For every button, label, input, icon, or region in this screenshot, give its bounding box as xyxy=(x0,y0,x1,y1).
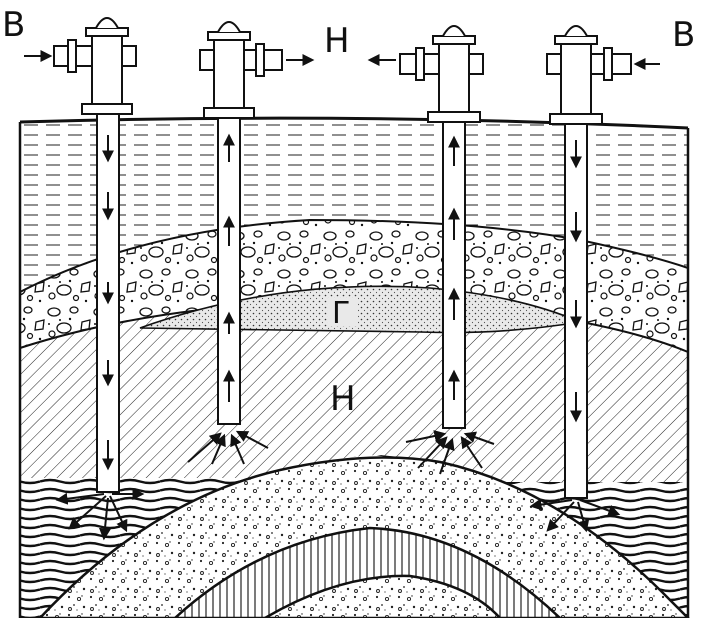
production-well-center-right xyxy=(367,25,495,475)
label-gas-layer: Г xyxy=(332,296,350,331)
label-injection-left: В xyxy=(2,5,25,45)
label-injection-right: В xyxy=(672,15,695,55)
wellhead xyxy=(199,21,283,119)
outflow-arrows xyxy=(529,498,621,533)
label-production-top: Н xyxy=(324,21,350,61)
outflow-arrows xyxy=(55,488,145,541)
inner-core xyxy=(262,574,502,618)
inflow-arrows xyxy=(187,430,269,465)
injection-well-left xyxy=(24,17,145,541)
wellhead xyxy=(399,25,484,123)
production-well-center-left xyxy=(187,21,315,465)
label-oil-layer: Н xyxy=(330,379,356,419)
wellhead xyxy=(546,25,632,125)
inflow-arrows xyxy=(405,430,495,475)
injection-well-right xyxy=(529,25,660,533)
wellhead xyxy=(53,17,137,115)
